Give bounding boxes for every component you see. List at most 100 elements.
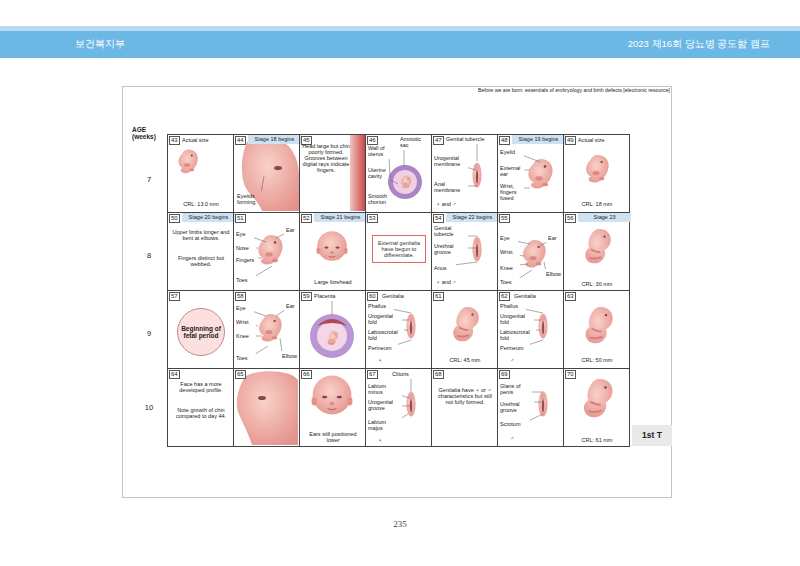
embryo-figures xyxy=(178,135,612,445)
week-number: 7 xyxy=(142,176,156,185)
annotation: External ear xyxy=(500,165,522,177)
leader-line xyxy=(524,188,530,189)
stage-banner: Stage 23 xyxy=(578,213,631,222)
annotation: Fingers xyxy=(236,257,256,263)
day-number: 58 xyxy=(235,292,246,301)
leader-line xyxy=(256,248,258,249)
day-number: 53 xyxy=(367,214,378,223)
leader-line xyxy=(404,150,405,166)
leader-line xyxy=(404,330,408,331)
leader-line xyxy=(540,242,546,246)
day-number: 47 xyxy=(433,136,444,145)
annotation: Fingers distinct but webbed. xyxy=(172,255,230,267)
day-number: 65 xyxy=(235,370,246,379)
annotation: CRL: 61 mm xyxy=(568,437,626,443)
annotation: Scrotum xyxy=(500,421,528,427)
annotation: Urogenital groove xyxy=(368,399,400,411)
annotation: Urogenital fold xyxy=(500,313,532,325)
leader-line xyxy=(402,320,409,321)
leader-line xyxy=(256,325,258,326)
leader-line xyxy=(530,340,543,344)
leader-line xyxy=(544,262,546,269)
day-number: 50 xyxy=(169,214,180,223)
day-cell: 47Genital tubercleUrogenital membraneAna… xyxy=(431,134,498,213)
day-number: 64 xyxy=(169,370,180,379)
annotation: Phallus xyxy=(500,303,524,309)
annotation: Perineum xyxy=(368,345,396,351)
annotation: Urogenital membrane xyxy=(434,155,466,167)
page-number: 235 xyxy=(380,519,420,529)
leader-line xyxy=(402,396,409,398)
stage-banner: Stage 22 begins xyxy=(446,213,499,222)
day-number: 60 xyxy=(367,292,378,301)
day-number: 66 xyxy=(301,370,312,379)
annotation: Genitalia xyxy=(514,293,554,299)
leader-line xyxy=(398,340,411,344)
day-cell: 62 GenitaliaPhallusUrogenital foldLabiosc… xyxy=(497,290,564,369)
annotation: Note growth of chin compared to day 44. xyxy=(172,407,230,419)
day-number: 59 xyxy=(301,292,312,301)
day-cell: 46Wall of uterusAmniotic sacUterine cavi… xyxy=(365,134,432,213)
day-cell: 57Beginning of fetal period xyxy=(167,290,234,369)
annotation: Nose xyxy=(236,245,254,251)
leader-line xyxy=(258,258,262,259)
annotation: ♀ xyxy=(378,437,388,443)
annotation: Knee xyxy=(500,265,518,271)
annotation: Eyelid xyxy=(500,149,522,155)
leader-line xyxy=(524,170,530,171)
annotation: Placenta xyxy=(314,293,354,299)
week-number: 9 xyxy=(142,330,156,339)
leader-line xyxy=(402,406,411,407)
annotation: Labioscrotal fold xyxy=(368,329,402,341)
leader-line xyxy=(520,255,524,257)
citation: Before we are born: essentials of embryo… xyxy=(300,88,670,94)
leader-line xyxy=(468,186,477,187)
day-cell: 44Stage 18 beginsEyelids forming xyxy=(233,134,300,213)
annotation: Eye xyxy=(236,231,252,237)
day-number: 62 xyxy=(499,292,510,301)
annotation: Ears still positioned lower xyxy=(304,431,362,443)
annotation: Labioscrotal fold xyxy=(500,329,534,341)
annotation: Clitoris xyxy=(392,371,422,377)
leader-line xyxy=(256,336,262,337)
box-text: Beginning of fetal period xyxy=(178,325,224,339)
stage-banner: Stage 18 begins xyxy=(248,135,301,144)
day-number: 43 xyxy=(169,136,180,145)
header-band: 보건복지부2023 제16회 당뇨병 공도함 캠프 xyxy=(0,31,800,58)
annotation: Toes xyxy=(236,355,254,361)
annotation: Wall of uterus xyxy=(368,145,389,157)
leader-line xyxy=(394,309,411,313)
annotation: Toes xyxy=(500,279,518,285)
day-cell: 64Face has a more developed profile.Note… xyxy=(167,368,234,447)
leader-line xyxy=(534,402,543,403)
annotation: Genital tubercle xyxy=(446,136,496,142)
leader-line xyxy=(402,414,408,418)
day-number: 67 xyxy=(367,370,378,379)
day-cell: 63CRL: 50 mm xyxy=(563,290,630,369)
day-number: 54 xyxy=(433,214,444,223)
leader-line xyxy=(468,236,477,237)
leader-line xyxy=(254,312,266,316)
day-number: 63 xyxy=(565,292,576,301)
stage-banner: Stage 20 begins xyxy=(182,213,235,222)
figure-frame xyxy=(122,86,672,498)
day-cell: 60GenitaliaPhallusUrogenital foldLabiosc… xyxy=(365,290,432,369)
day-number: 69 xyxy=(499,370,510,379)
day-cell: 58EyeEarWristKneeToesElbow xyxy=(233,290,300,369)
day-cell: 43Actual sizeCRL: 13.0 mm xyxy=(167,134,234,213)
leader-line xyxy=(276,234,284,238)
day-number: 49 xyxy=(565,136,576,145)
annotation: CRL: 50 mm xyxy=(568,357,626,363)
leader-line xyxy=(526,309,543,313)
leader-line xyxy=(468,248,476,249)
day-cell: 54Stage 22 beginsGenital tubercleUrethra… xyxy=(431,212,498,291)
annotation: Urogenital fold xyxy=(368,313,400,325)
leader-line xyxy=(254,238,266,242)
annotation: Urethral groove xyxy=(500,401,532,413)
day-number: 68 xyxy=(433,370,444,379)
annotation: Actual size xyxy=(578,137,618,143)
annotation: Ear xyxy=(548,235,563,241)
annotation: Elbow xyxy=(282,353,299,359)
day-cell: 68Genitalia have ♀ or ♂ characteristics … xyxy=(431,368,498,447)
